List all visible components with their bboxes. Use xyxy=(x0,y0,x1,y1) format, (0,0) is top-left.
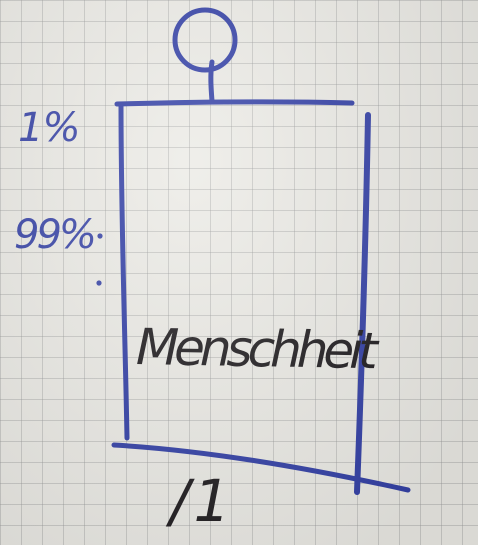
handwritten-word: Menschheit xyxy=(135,318,374,381)
box-right-edge xyxy=(354,112,371,495)
hanging-ring xyxy=(172,7,238,73)
box-left-edge xyxy=(118,101,130,441)
dot-mark xyxy=(97,233,103,239)
dot-mark xyxy=(96,280,102,286)
fraction-mark: /1 xyxy=(170,467,235,535)
box-top-edge xyxy=(114,99,355,107)
ring-stem xyxy=(208,59,215,104)
share-label-top: 1% xyxy=(18,105,80,151)
share-label-bottom: 99% xyxy=(14,212,97,258)
box-bottom-edge xyxy=(111,442,411,493)
